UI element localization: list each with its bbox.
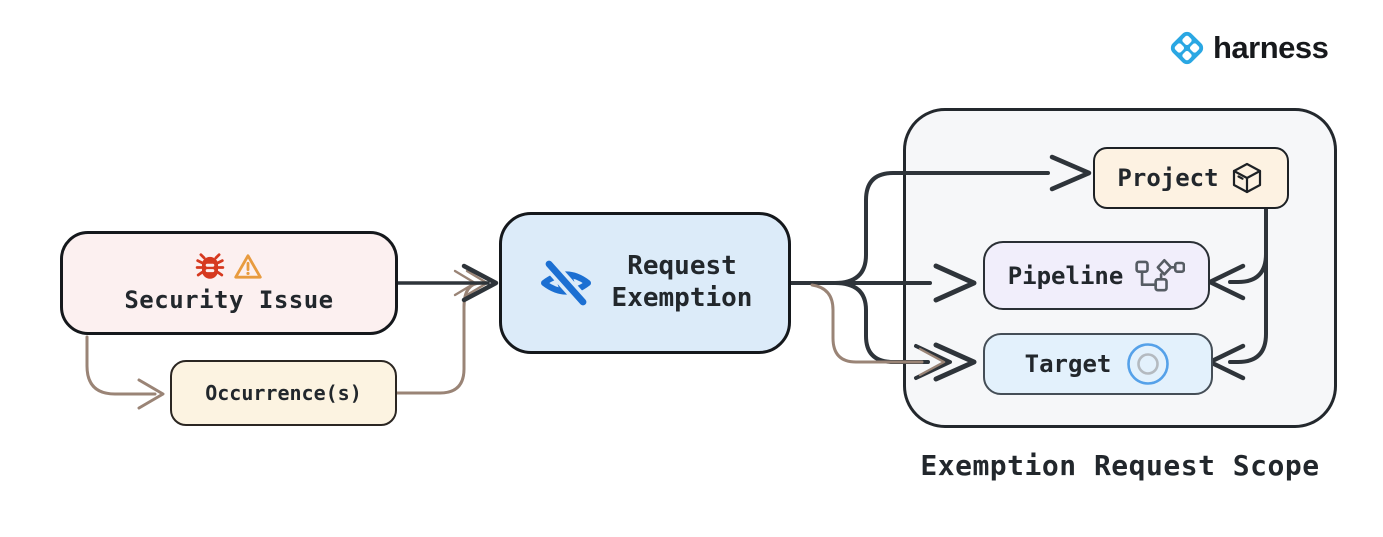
node-project: Project [1093,147,1289,209]
security-issue-label: Security Issue [124,286,334,314]
concentric-circles-icon [1125,341,1171,387]
project-label: Project [1117,164,1219,192]
warning-icon [233,252,263,282]
scope-caption: Exemption Request Scope [920,449,1320,482]
brand-wordmark: harness [1213,30,1329,65]
node-occurrences: Occurrence(s) [170,360,397,426]
eye-off-icon [538,255,594,311]
occurrences-label: Occurrence(s) [205,381,362,405]
package-cube-icon [1229,160,1265,196]
connector-security-to-request [396,263,499,303]
connector-occurrence-to-request [395,269,489,395]
harness-diamond-icon [1166,27,1208,69]
security-issue-icons [195,252,263,282]
node-target: Target [983,333,1213,395]
connector-security-to-occurrence [85,335,165,410]
node-security-issue: Security Issue [60,231,398,335]
brand-logo: harness [1166,27,1329,69]
node-pipeline: Pipeline [983,241,1210,310]
bug-icon [195,252,225,282]
pipeline-label: Pipeline [1007,261,1124,290]
dag-workflow-icon [1135,258,1186,293]
node-request-exemption: Request Exemption [499,212,791,354]
request-exemption-label: Request Exemption [611,251,753,313]
target-label: Target [1024,350,1112,378]
